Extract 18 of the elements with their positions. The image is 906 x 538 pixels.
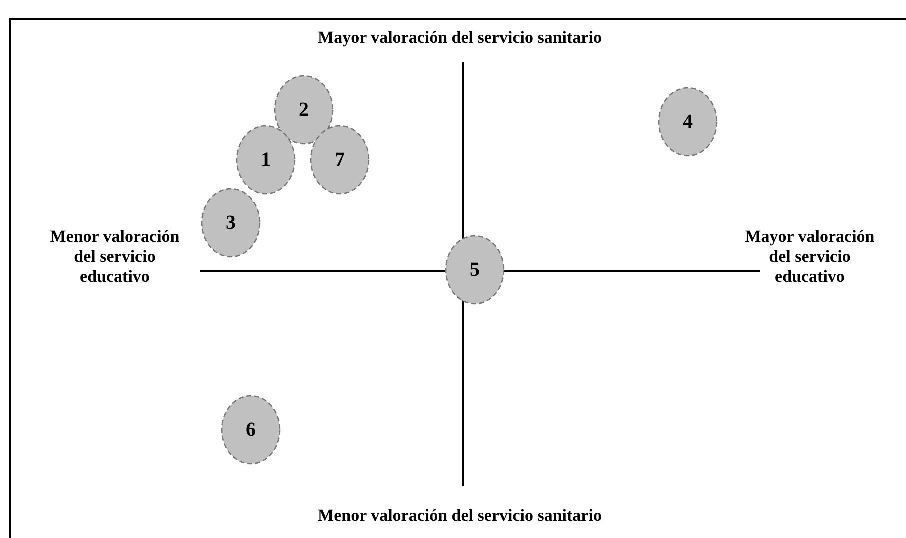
dashed-ellipse bbox=[658, 87, 718, 157]
axis-label: Mayor valoración del servicio sanitario bbox=[317, 28, 603, 48]
point-number: 7 bbox=[335, 148, 345, 172]
dashed-ellipse bbox=[274, 75, 334, 145]
point-number: 4 bbox=[683, 110, 693, 134]
point-number: 5 bbox=[470, 258, 480, 282]
axis-label: Menor valoración del servicio sanitario bbox=[317, 506, 603, 526]
dashed-ellipse bbox=[221, 395, 281, 465]
axis-label: Mayor valoración del servicio educativo bbox=[744, 227, 876, 287]
axis-label: Menor valoración del servicio educativo bbox=[49, 227, 181, 287]
dashed-ellipse bbox=[310, 125, 370, 195]
point-number: 1 bbox=[261, 148, 271, 172]
point-number: 2 bbox=[299, 98, 309, 122]
point-number: 6 bbox=[246, 418, 256, 442]
dashed-ellipse bbox=[445, 235, 505, 305]
dashed-ellipse bbox=[201, 188, 261, 258]
dashed-ellipse bbox=[236, 125, 296, 195]
point-number: 3 bbox=[226, 212, 236, 234]
